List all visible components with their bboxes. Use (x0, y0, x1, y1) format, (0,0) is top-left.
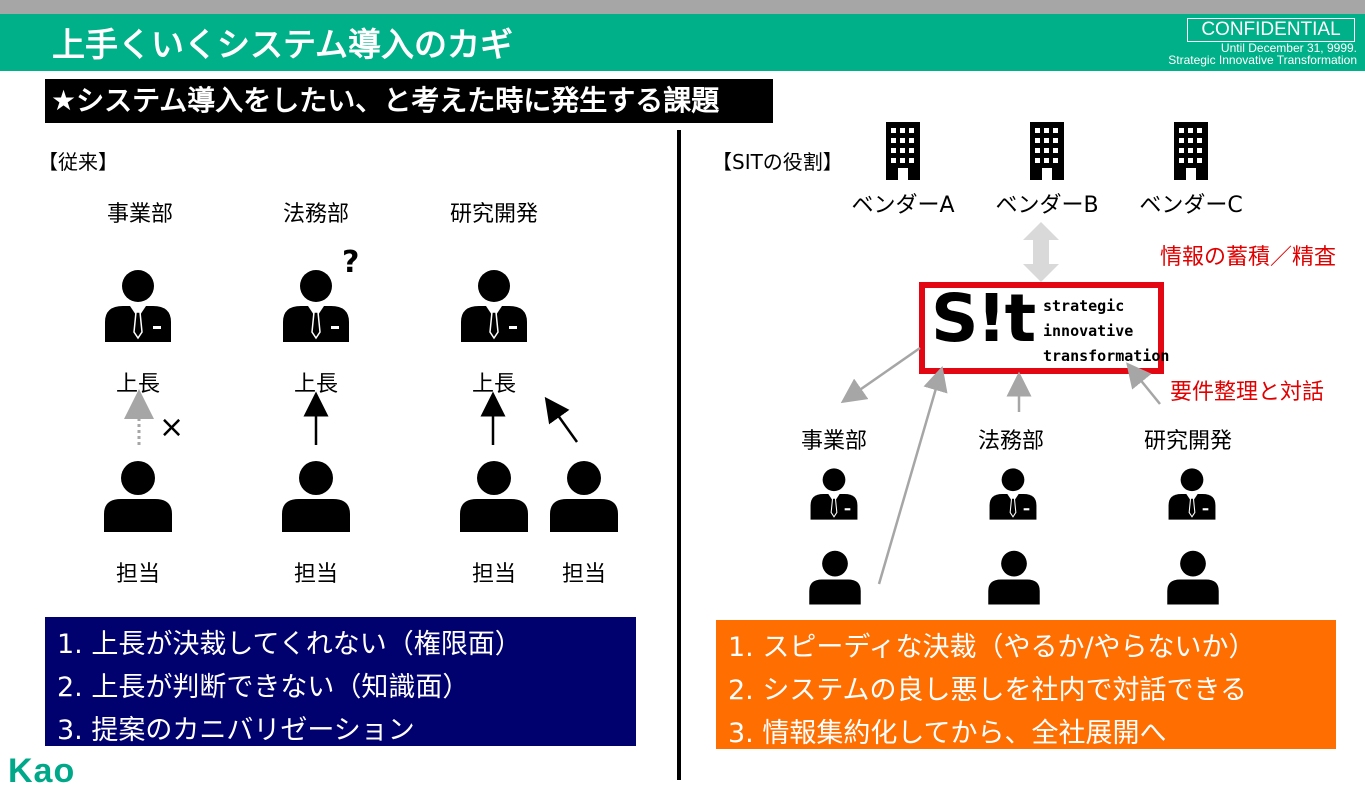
confidential-badge: CONFIDENTIAL (1187, 18, 1355, 42)
building-icon (1174, 122, 1208, 180)
benefits-box: 1. スピーディな決裁（やるか/やらないか） 2. システムの良し悪しを社内で対… (716, 620, 1336, 749)
question-mark: ? (342, 245, 360, 280)
staff-icon (988, 550, 1040, 605)
cross-mark: × (159, 410, 185, 445)
sit-words: strategic innovative transformation (1043, 294, 1169, 369)
center-divider (677, 130, 681, 780)
sit-word: transformation (1043, 347, 1170, 365)
vendor-label: ベンダーB (995, 193, 1099, 218)
benefit-item: 2. システムの良し悪しを社内で対話できる (728, 675, 1247, 706)
right-dept-label: 事業部 (800, 429, 867, 454)
benefit-item: 3. 情報集約化してから、全社展開へ (728, 718, 1167, 749)
staff-label: 担当 (293, 562, 338, 587)
issue-item: 2. 上長が判断できない（知識面） (57, 672, 470, 703)
building-icon (886, 122, 920, 180)
sit-to-dept-arrow (840, 346, 921, 404)
staff-icon (104, 461, 172, 532)
staff-label: 担当 (561, 562, 606, 587)
staff-icon (809, 550, 861, 605)
left-dept-label: 事業部 (106, 202, 173, 227)
right-dept-label: 法務部 (977, 429, 1044, 454)
left-section-label: 【従来】 (38, 150, 118, 174)
right-section-label: 【SITの役割】 (712, 150, 843, 174)
req-note: 要件整理と対話 (1170, 380, 1325, 405)
manager-icon (105, 270, 171, 342)
manager-icon (1168, 468, 1216, 520)
manager-icon (461, 270, 527, 342)
confidential-note: Until December 31, 9999. Strategic Innov… (1168, 42, 1357, 66)
staff-icon (460, 461, 528, 532)
left-dept-label: 法務部 (282, 202, 349, 227)
right-dept-label: 研究開発 (1143, 429, 1232, 454)
building-icon (1030, 122, 1064, 180)
sit-word: strategic (1043, 297, 1125, 315)
left-dept-label: 研究開発 (449, 202, 538, 227)
issue-item: 1. 上長が決裁してくれない（権限面） (57, 629, 522, 660)
staff-to-sit-arrow (877, 365, 948, 585)
header-bar (0, 14, 1365, 71)
staff-icon (1167, 550, 1219, 605)
info-note: 情報の蓄積／精査 (1160, 245, 1337, 270)
diagonal-arrow (544, 396, 579, 443)
exchange-arrow (1023, 222, 1059, 282)
sit-mark: S!t (931, 280, 1036, 357)
staff-icon (550, 461, 618, 532)
kao-logo: Kao (8, 752, 76, 790)
manager-icon (283, 270, 349, 342)
manager-icon (989, 468, 1037, 520)
page-title: 上手くいくシステム導入のカギ (52, 25, 514, 64)
issues-box: 1. 上長が決裁してくれない（権限面） 2. 上長が判断できない（知識面） 3.… (45, 617, 636, 746)
staff-label: 担当 (115, 562, 160, 587)
top-strip (0, 0, 1365, 14)
subtitle-banner: ★システム導入をしたい、と考えた時に発生する課題 (45, 79, 773, 123)
sit-word: innovative (1043, 322, 1134, 340)
manager-icon (810, 468, 858, 520)
sit-logo: S!t strategic innovative transformation (919, 280, 1169, 374)
benefit-item: 1. スピーディな決裁（やるか/やらないか） (728, 632, 1256, 663)
issue-item: 3. 提案のカニバリゼーション (57, 715, 415, 746)
staff-label: 担当 (471, 562, 516, 587)
vendor-label: ベンダーA (851, 193, 955, 218)
dept-to-sit-arrow (1126, 362, 1161, 405)
org-name: Strategic Innovative Transformation (1168, 53, 1357, 67)
until-date: Until December 31, 9999. (1220, 41, 1357, 55)
vendor-label: ベンダーC (1139, 193, 1243, 218)
staff-icon (282, 461, 350, 532)
